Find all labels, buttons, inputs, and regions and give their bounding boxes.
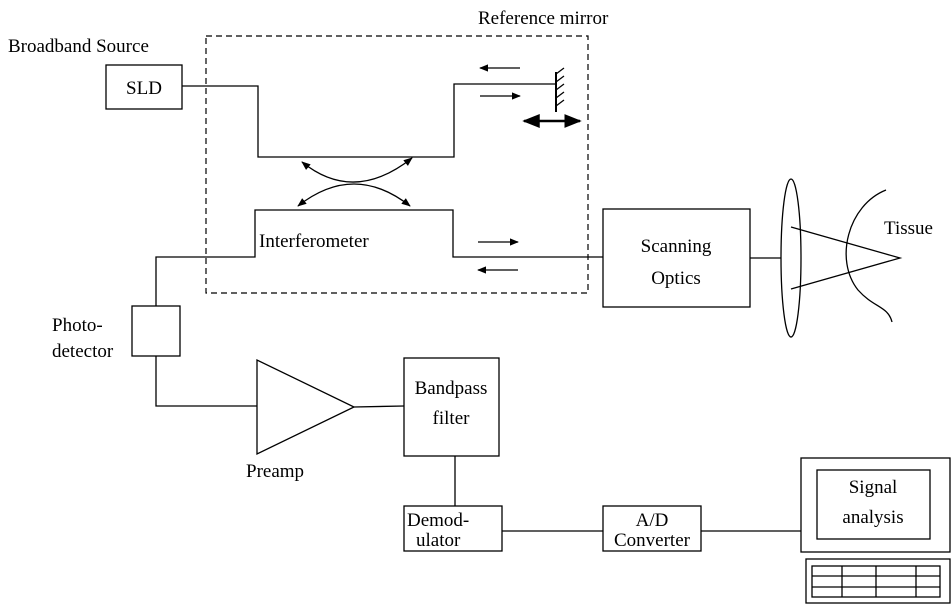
source-fiber	[182, 83, 556, 158]
bandpass-label: Bandpass	[415, 378, 488, 399]
optics-label: Optics	[651, 268, 701, 289]
coupler-arrow-bottom	[297, 183, 411, 207]
interferometer-label: Interferometer	[259, 231, 369, 252]
detector-label: detector	[52, 341, 114, 362]
scanning-label: Scanning	[641, 236, 712, 257]
tissue-label: Tissue	[884, 218, 933, 239]
scanning-optics-box: Scanning Optics	[602, 208, 751, 308]
broadband-source-label: Broadband Source	[8, 36, 149, 57]
demod-label: Demod-	[407, 510, 469, 531]
filter-label: filter	[433, 408, 471, 429]
tissue-surface	[845, 189, 893, 323]
ad-converter-box: A/D Converter	[602, 505, 702, 552]
detector-to-preamp	[155, 356, 257, 407]
sld-label: SLD	[126, 78, 162, 99]
preamp-amplifier	[256, 358, 356, 456]
computer-keyboard	[805, 558, 951, 604]
bandpass-filter-box: Bandpass filter	[403, 357, 500, 457]
preamp-label: Preamp	[246, 461, 304, 482]
ulator-label: ulator	[416, 530, 461, 551]
coupler-arrow-top	[301, 157, 413, 183]
interferometer-enclosure	[205, 35, 589, 294]
beam-cone	[790, 226, 903, 290]
converter-label: Converter	[614, 530, 691, 551]
ad-label: A/D	[636, 510, 669, 531]
analysis-label: analysis	[842, 507, 903, 528]
photo-label: Photo-	[52, 315, 103, 336]
reference-mirror-label: Reference mirror	[478, 8, 609, 29]
sld-source: SLD	[105, 64, 183, 110]
photodetector	[131, 305, 181, 357]
demodulator-box: Demod- ulator	[403, 505, 503, 552]
reference-mirror	[555, 67, 565, 112]
preamp-to-filter	[353, 405, 405, 408]
lens	[780, 178, 802, 338]
computer-monitor: Signal analysis	[800, 457, 951, 553]
signal-label: Signal	[849, 477, 898, 498]
detector-fiber	[155, 209, 603, 306]
